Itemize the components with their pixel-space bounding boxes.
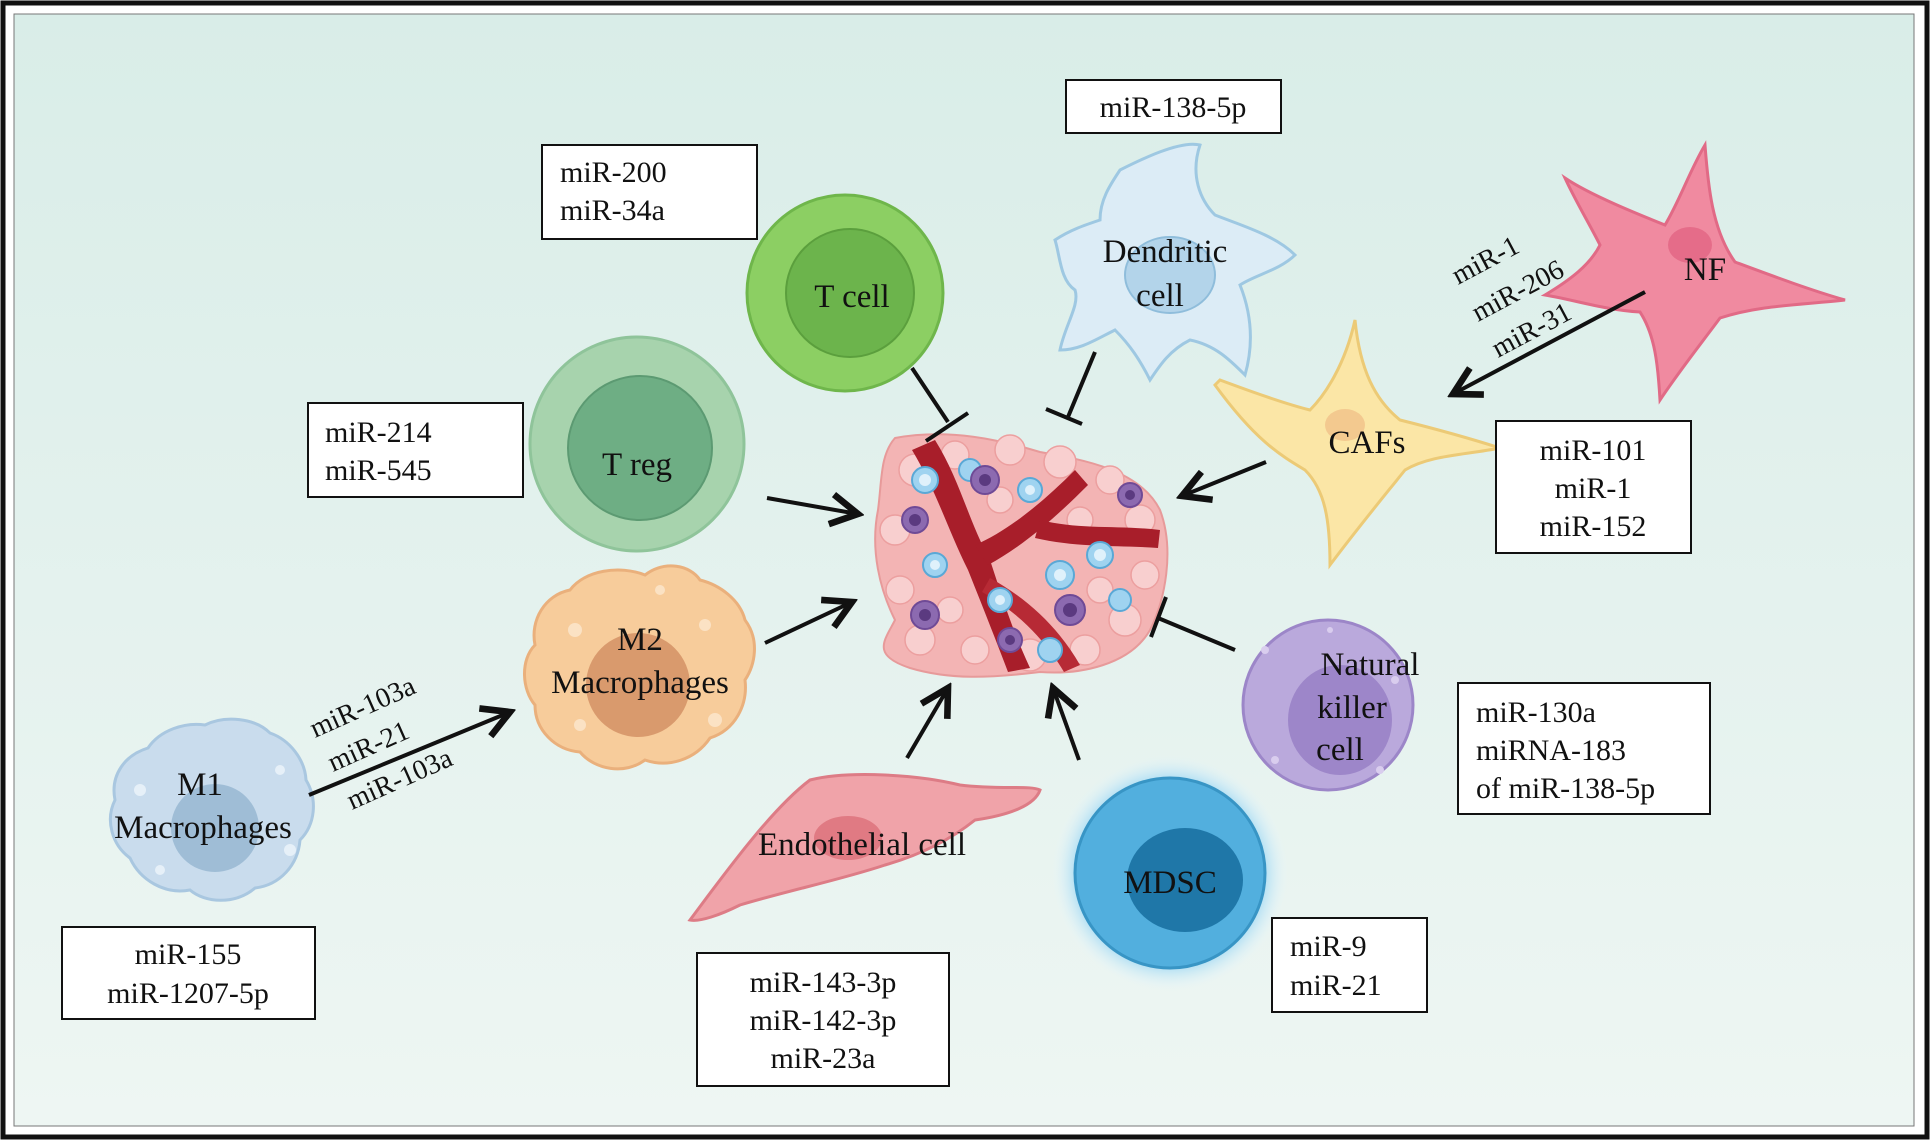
arrow-cafs-to-tumor <box>1182 460 1267 496</box>
mirna-nk-1: miR-130a <box>1476 696 1596 729</box>
mirna-t-reg-1: miR-214 <box>325 416 432 449</box>
mirna-endothelial-3: miR-23a <box>771 1042 876 1075</box>
mirna-box-mdsc: miR-9 miR-21 <box>1271 917 1428 1013</box>
inhibit-t-cell <box>910 366 970 443</box>
mirna-box-nk: miR-130a miRNA-183 of miR-138-5p <box>1457 682 1711 815</box>
t-cell-label: T cell <box>814 279 889 315</box>
t-cell <box>745 193 945 393</box>
mdsc-label: MDSC <box>1123 865 1217 901</box>
mirna-box-endothelial: miR-143-3p miR-142-3p miR-23a <box>696 952 950 1087</box>
dendritic-cell <box>1053 142 1298 383</box>
mdsc-cell <box>1052 755 1288 991</box>
nf-label: NF <box>1684 252 1726 288</box>
t-reg-label: T reg <box>602 447 672 483</box>
endothelial-cell <box>687 773 1042 922</box>
mirna-endothelial-2: miR-142-3p <box>750 1004 897 1037</box>
mirna-box-dendritic: miR-138-5p <box>1065 79 1282 134</box>
nk-label-line2: killer <box>1317 690 1387 726</box>
m2-label-line2: Macrophages <box>551 665 729 701</box>
cafs-cell <box>1213 319 1506 570</box>
arrow-endothelial-to-tumor <box>905 688 948 760</box>
arrow-treg-to-tumor <box>766 498 858 514</box>
mirna-box-t-cell: miR-200 miR-34a <box>541 144 758 240</box>
m1-macrophage <box>108 717 315 902</box>
arrow-m2-to-tumor <box>764 602 852 645</box>
m1-label-line1: M1 <box>177 767 223 803</box>
mirna-nk-3: of miR-138-5p <box>1476 772 1655 805</box>
t-reg-cell <box>528 335 746 553</box>
mirna-cafs-1: miR-101 <box>1540 434 1647 467</box>
nf-cell <box>1540 140 1846 405</box>
dendritic-label-line2: cell <box>1136 278 1184 314</box>
inhibit-dendritic <box>1045 351 1097 426</box>
mirna-box-t-reg: miR-214 miR-545 <box>307 402 524 498</box>
endothelial-label: Endothelial cell <box>758 827 966 863</box>
inhibit-nk <box>1149 596 1236 652</box>
m1-label-line2: Macrophages <box>114 810 292 846</box>
mirna-t-cell-1: miR-200 <box>560 156 667 189</box>
m2-label-line1: M2 <box>617 622 663 658</box>
dendritic-label-line1: Dendritic <box>1103 234 1228 270</box>
mirna-box-cafs: miR-101 miR-1 miR-152 <box>1495 420 1692 554</box>
mirna-t-reg-2: miR-545 <box>325 454 432 487</box>
mirna-nk-2: miRNA-183 <box>1476 734 1626 767</box>
tumor-mass <box>874 433 1169 678</box>
mirna-dendritic-1: miR-138-5p <box>1100 91 1247 124</box>
arrow-nf-to-cafs <box>1453 290 1646 394</box>
mirna-m1-1: miR-155 <box>135 938 242 971</box>
mirna-cafs-2: miR-1 <box>1555 472 1632 505</box>
nk-label-line1: Natural <box>1321 647 1420 683</box>
mirna-mdsc-1: miR-9 <box>1290 930 1367 963</box>
nk-cell <box>1241 618 1415 792</box>
mirna-m1-2: miR-1207-5p <box>107 977 269 1010</box>
mirna-t-cell-2: miR-34a <box>560 194 665 227</box>
mirna-cafs-3: miR-152 <box>1540 510 1647 543</box>
mirna-endothelial-1: miR-143-3p <box>750 966 897 999</box>
nk-label-line3: cell <box>1316 732 1364 768</box>
mirna-mdsc-2: miR-21 <box>1290 969 1382 1002</box>
cafs-label: CAFs <box>1328 425 1405 461</box>
m2-macrophage <box>523 564 756 771</box>
arrow-mdsc-to-tumor <box>1053 688 1081 761</box>
arrow-m1-to-m2 <box>308 712 510 797</box>
mirna-box-m1: miR-155 miR-1207-5p <box>61 926 316 1020</box>
